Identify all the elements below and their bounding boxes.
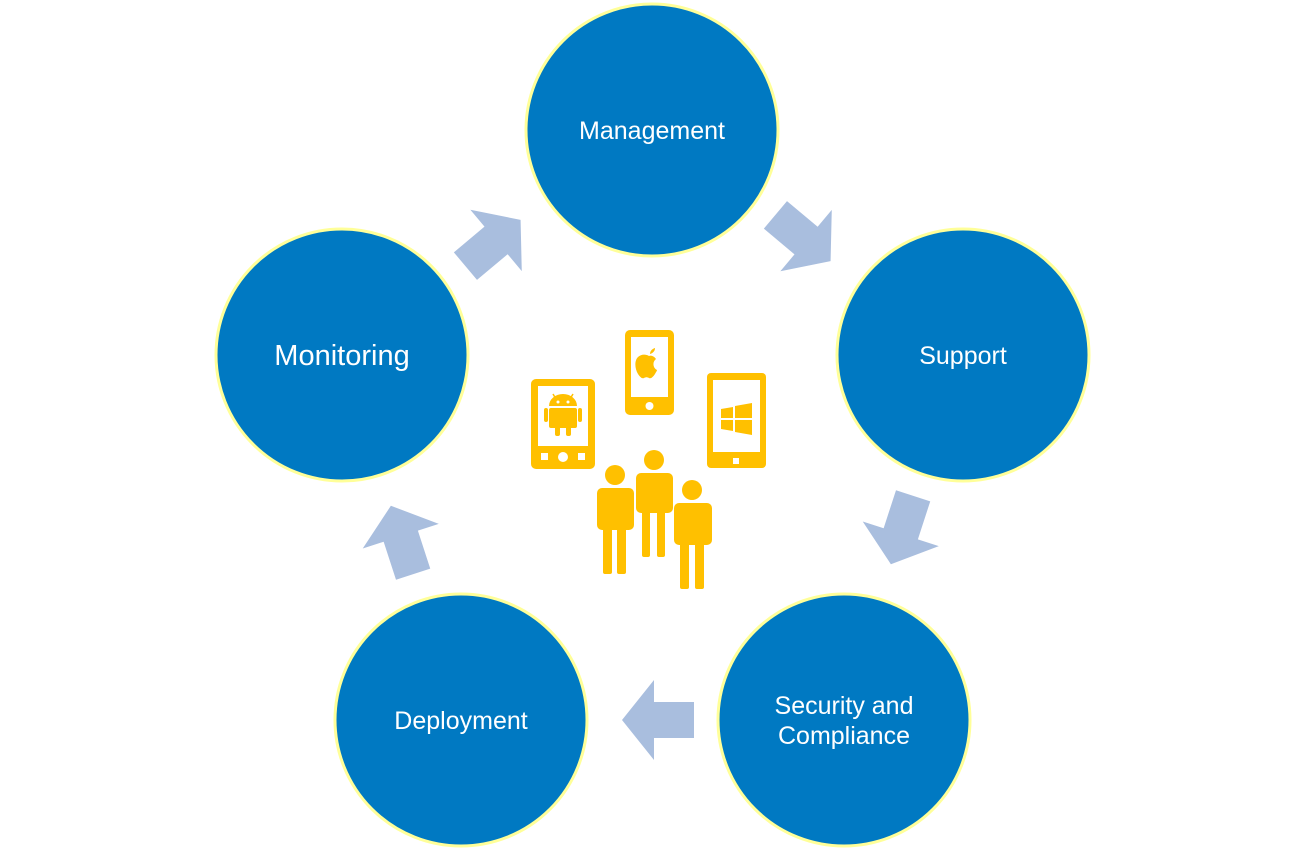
apple-icon: [635, 348, 657, 379]
arrow-monitoring-management: [453, 209, 522, 280]
arrow-management-support: [763, 201, 832, 272]
node-management: Management: [524, 2, 780, 258]
node-monitoring: Monitoring: [214, 227, 470, 483]
windows-tablet-icon: [707, 373, 766, 468]
people-icon: [597, 450, 712, 589]
node-circle: [333, 592, 589, 848]
node-label: Security and: [775, 692, 914, 720]
arrows: [362, 201, 939, 760]
node-circle: [214, 227, 470, 483]
center-graphic: [531, 330, 766, 589]
node-label: Support: [919, 342, 1007, 370]
arrow-support-security-compliance: [862, 490, 939, 565]
node-label: Deployment: [394, 707, 527, 735]
arrow-deployment-monitoring: [362, 505, 439, 580]
android-tablet-icon: [531, 379, 595, 469]
windows-icon: [721, 403, 752, 435]
person-icon: [636, 450, 673, 557]
node-label: Compliance: [778, 722, 910, 750]
iphone-icon: [625, 330, 674, 415]
node-circle: [835, 227, 1091, 483]
node-deployment: Deployment: [333, 592, 589, 848]
node-support: Support: [835, 227, 1091, 483]
android-icon: [544, 393, 582, 436]
node-circle: [716, 592, 972, 848]
person-icon: [674, 480, 712, 589]
arrow-security-compliance-deployment: [622, 680, 694, 760]
node-circle: [524, 2, 780, 258]
node-label: Monitoring: [274, 340, 409, 372]
node-label: Management: [579, 117, 725, 145]
person-icon: [597, 465, 634, 574]
